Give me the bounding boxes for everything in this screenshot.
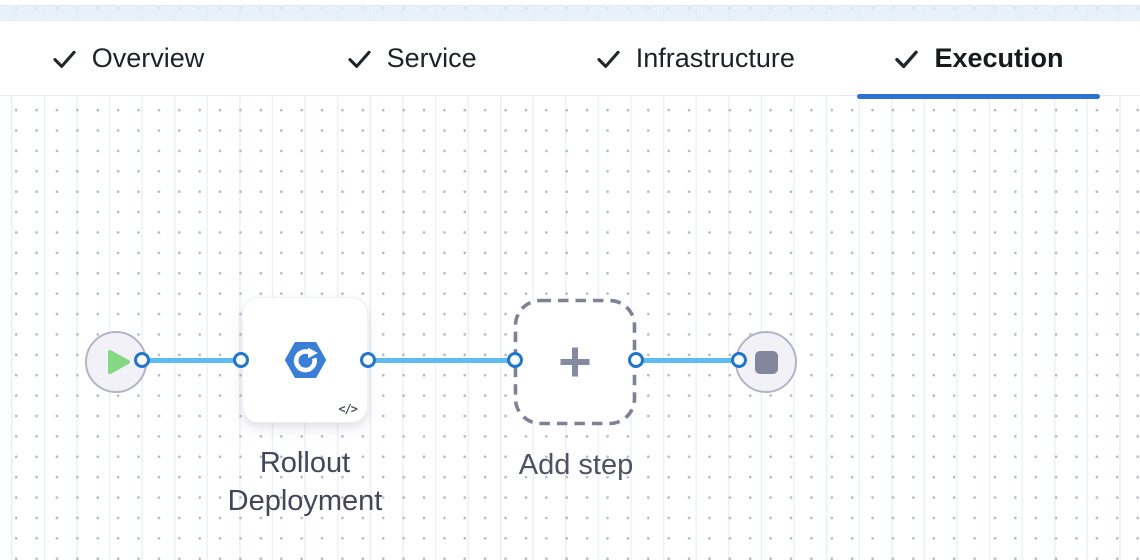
stop-icon bbox=[754, 350, 778, 374]
rollout-deployment-hexagon-icon bbox=[284, 341, 326, 379]
add-step-button[interactable] bbox=[513, 298, 637, 426]
tab-execution[interactable]: Execution bbox=[857, 21, 1100, 95]
code-icon[interactable]: </> bbox=[338, 402, 358, 416]
canvas-top-strip bbox=[0, 5, 1140, 21]
active-tab-underline bbox=[857, 94, 1100, 99]
link-port[interactable] bbox=[507, 352, 523, 368]
link-line bbox=[142, 358, 241, 363]
step-node-rollout-deployment[interactable]: </> bbox=[242, 297, 368, 423]
step-node-label: Rollout Deployment bbox=[227, 447, 383, 517]
tab-label: Execution bbox=[934, 42, 1064, 73]
add-step-label: Add step bbox=[518, 449, 634, 481]
tab-service[interactable]: Service bbox=[290, 21, 533, 95]
plus-icon bbox=[560, 347, 590, 377]
check-icon bbox=[348, 50, 371, 68]
tab-overview[interactable]: Overview bbox=[6, 21, 249, 95]
link-port[interactable] bbox=[233, 352, 249, 368]
pipeline-end-node bbox=[735, 331, 797, 393]
check-icon bbox=[597, 50, 620, 68]
tab-label: Service bbox=[386, 42, 477, 73]
tab-label: Infrastructure bbox=[635, 42, 795, 73]
tab-label: Overview bbox=[91, 42, 205, 73]
link-port[interactable] bbox=[731, 352, 747, 368]
check-icon bbox=[895, 50, 919, 68]
link-line bbox=[368, 358, 516, 363]
stage-tabs-bar: Overview Service Infrastructure Executio… bbox=[0, 21, 1140, 99]
link-port[interactable] bbox=[134, 352, 150, 368]
check-icon bbox=[53, 50, 76, 68]
play-icon bbox=[107, 350, 130, 374]
link-port[interactable] bbox=[628, 352, 644, 368]
top-white-bar bbox=[0, 0, 1140, 5]
tab-infrastructure[interactable]: Infrastructure bbox=[573, 21, 816, 95]
pipeline-start-node bbox=[85, 331, 147, 393]
link-line bbox=[636, 358, 739, 363]
link-port[interactable] bbox=[360, 352, 376, 368]
